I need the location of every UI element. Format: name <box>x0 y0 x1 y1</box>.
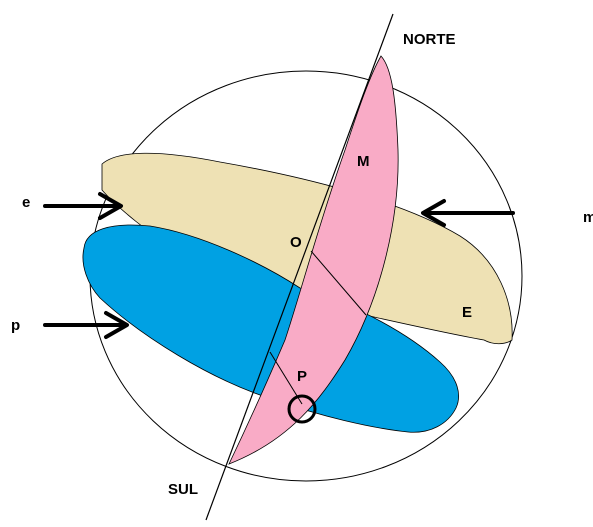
label-arrow-m: m <box>583 209 593 226</box>
arrow-m-icon <box>421 199 515 227</box>
label-point-e: E <box>462 304 472 321</box>
point-p-circle <box>287 394 317 424</box>
label-point-p: P <box>297 368 307 385</box>
celestial-axis <box>205 13 394 521</box>
arrow-e-icon <box>43 192 123 220</box>
label-point-o: O <box>290 234 302 251</box>
blue-plane <box>82 224 459 433</box>
pink-plane <box>228 55 399 465</box>
label-south: SUL <box>168 481 198 498</box>
label-north: NORTE <box>403 31 456 48</box>
label-arrow-p: p <box>11 317 20 334</box>
arrow-p-icon <box>43 311 129 339</box>
label-point-m: M <box>357 153 370 170</box>
line-p-to-blue <box>269 351 303 405</box>
label-arrow-e: e <box>22 194 30 211</box>
line-o-to-e <box>310 250 367 316</box>
